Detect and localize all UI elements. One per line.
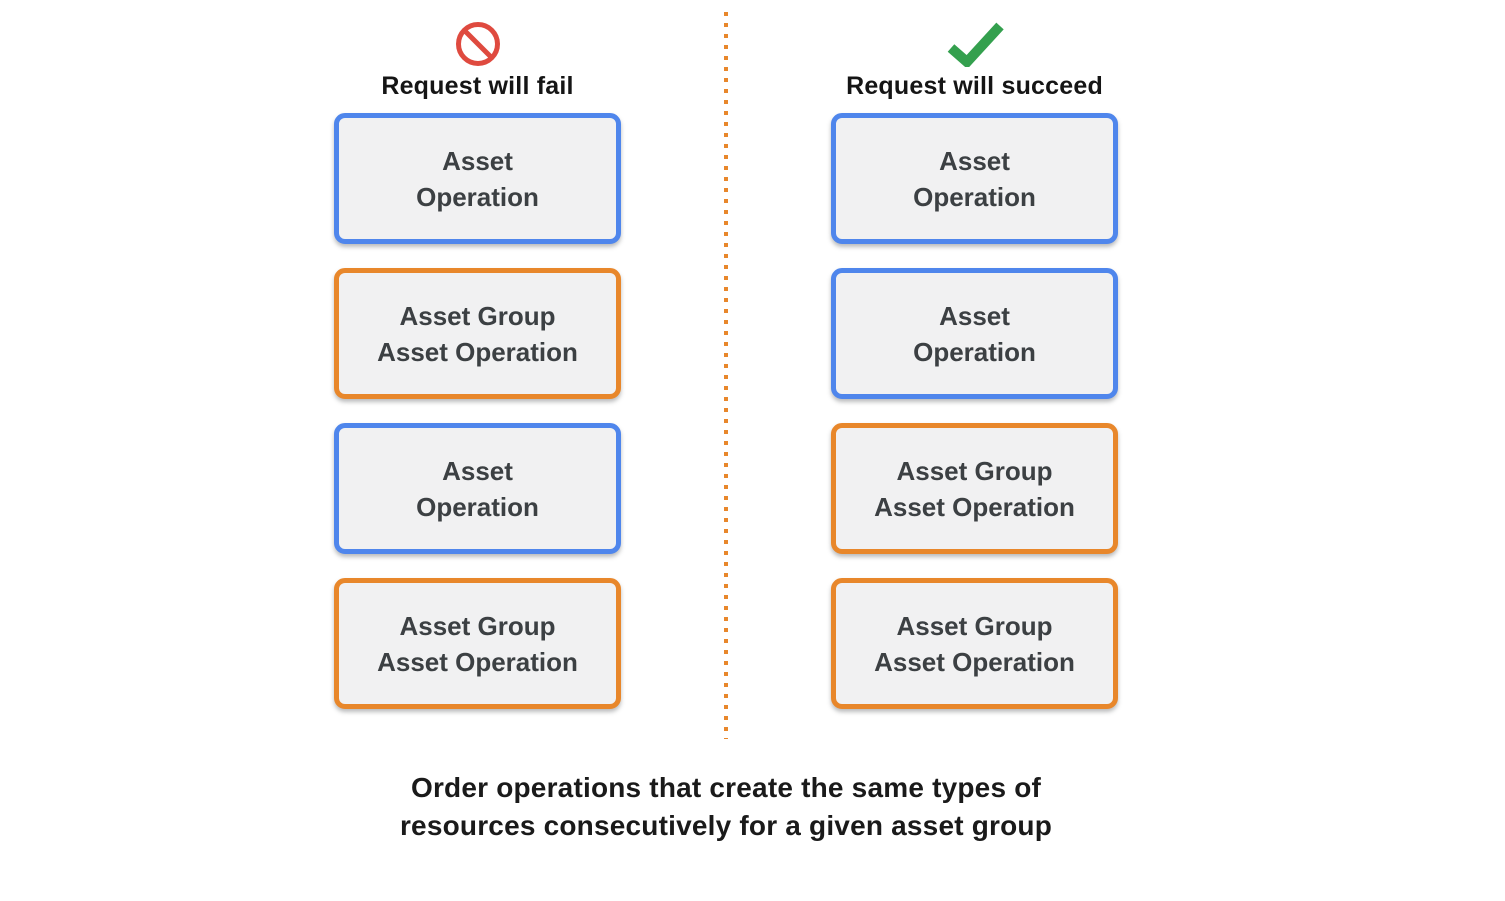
diagram-caption: Order operations that create the same ty…	[0, 769, 1452, 845]
fail-column-title: Request will fail	[381, 72, 574, 100]
succeed-box-asset-operation-1: Asset Operation	[831, 113, 1118, 244]
succeed-column-title: Request will succeed	[846, 72, 1103, 100]
prohibition-icon	[455, 22, 500, 66]
box-label-line: Asset Group	[896, 455, 1053, 486]
check-icon	[947, 22, 1004, 67]
succeed-box-asset-group-asset-operation-1: Asset Group Asset Operation	[831, 423, 1118, 554]
succeed-icon-wrap	[831, 20, 1118, 68]
box-label-line: Asset Group	[399, 610, 556, 641]
box-label-line: Asset Operation	[377, 646, 578, 677]
caption-line-2: resources consecutively for a given asse…	[399, 810, 1053, 841]
box-label-line: Operation	[416, 181, 539, 212]
fail-box-asset-group-asset-operation-1: Asset Group Asset Operation	[334, 268, 621, 399]
succeed-column-header: Request will succeed	[831, 20, 1118, 101]
caption-line-1: Order operations that create the same ty…	[410, 772, 1042, 803]
box-label-line: Asset Operation	[874, 646, 1075, 677]
box-label-line: Asset	[442, 455, 513, 486]
box-label-line: Asset Group	[399, 300, 556, 331]
box-label-line: Asset	[939, 300, 1010, 331]
box-label-line: Asset Group	[896, 610, 1053, 641]
dotted-divider	[724, 12, 728, 739]
box-label-line: Operation	[913, 336, 1036, 367]
fail-box-asset-operation-1: Asset Operation	[334, 113, 621, 244]
box-label-line: Operation	[913, 181, 1036, 212]
box-label-line: Asset	[442, 145, 513, 176]
succeed-box-asset-operation-2: Asset Operation	[831, 268, 1118, 399]
fail-box-asset-operation-2: Asset Operation	[334, 423, 621, 554]
fail-column-header: Request will fail	[334, 20, 621, 101]
fail-icon-wrap	[334, 20, 621, 68]
box-label-line: Operation	[416, 491, 539, 522]
box-label-line: Asset Operation	[377, 336, 578, 367]
box-label-line: Asset	[939, 145, 1010, 176]
fail-box-asset-group-asset-operation-2: Asset Group Asset Operation	[334, 578, 621, 709]
box-label-line: Asset Operation	[874, 491, 1075, 522]
succeed-box-asset-group-asset-operation-2: Asset Group Asset Operation	[831, 578, 1118, 709]
